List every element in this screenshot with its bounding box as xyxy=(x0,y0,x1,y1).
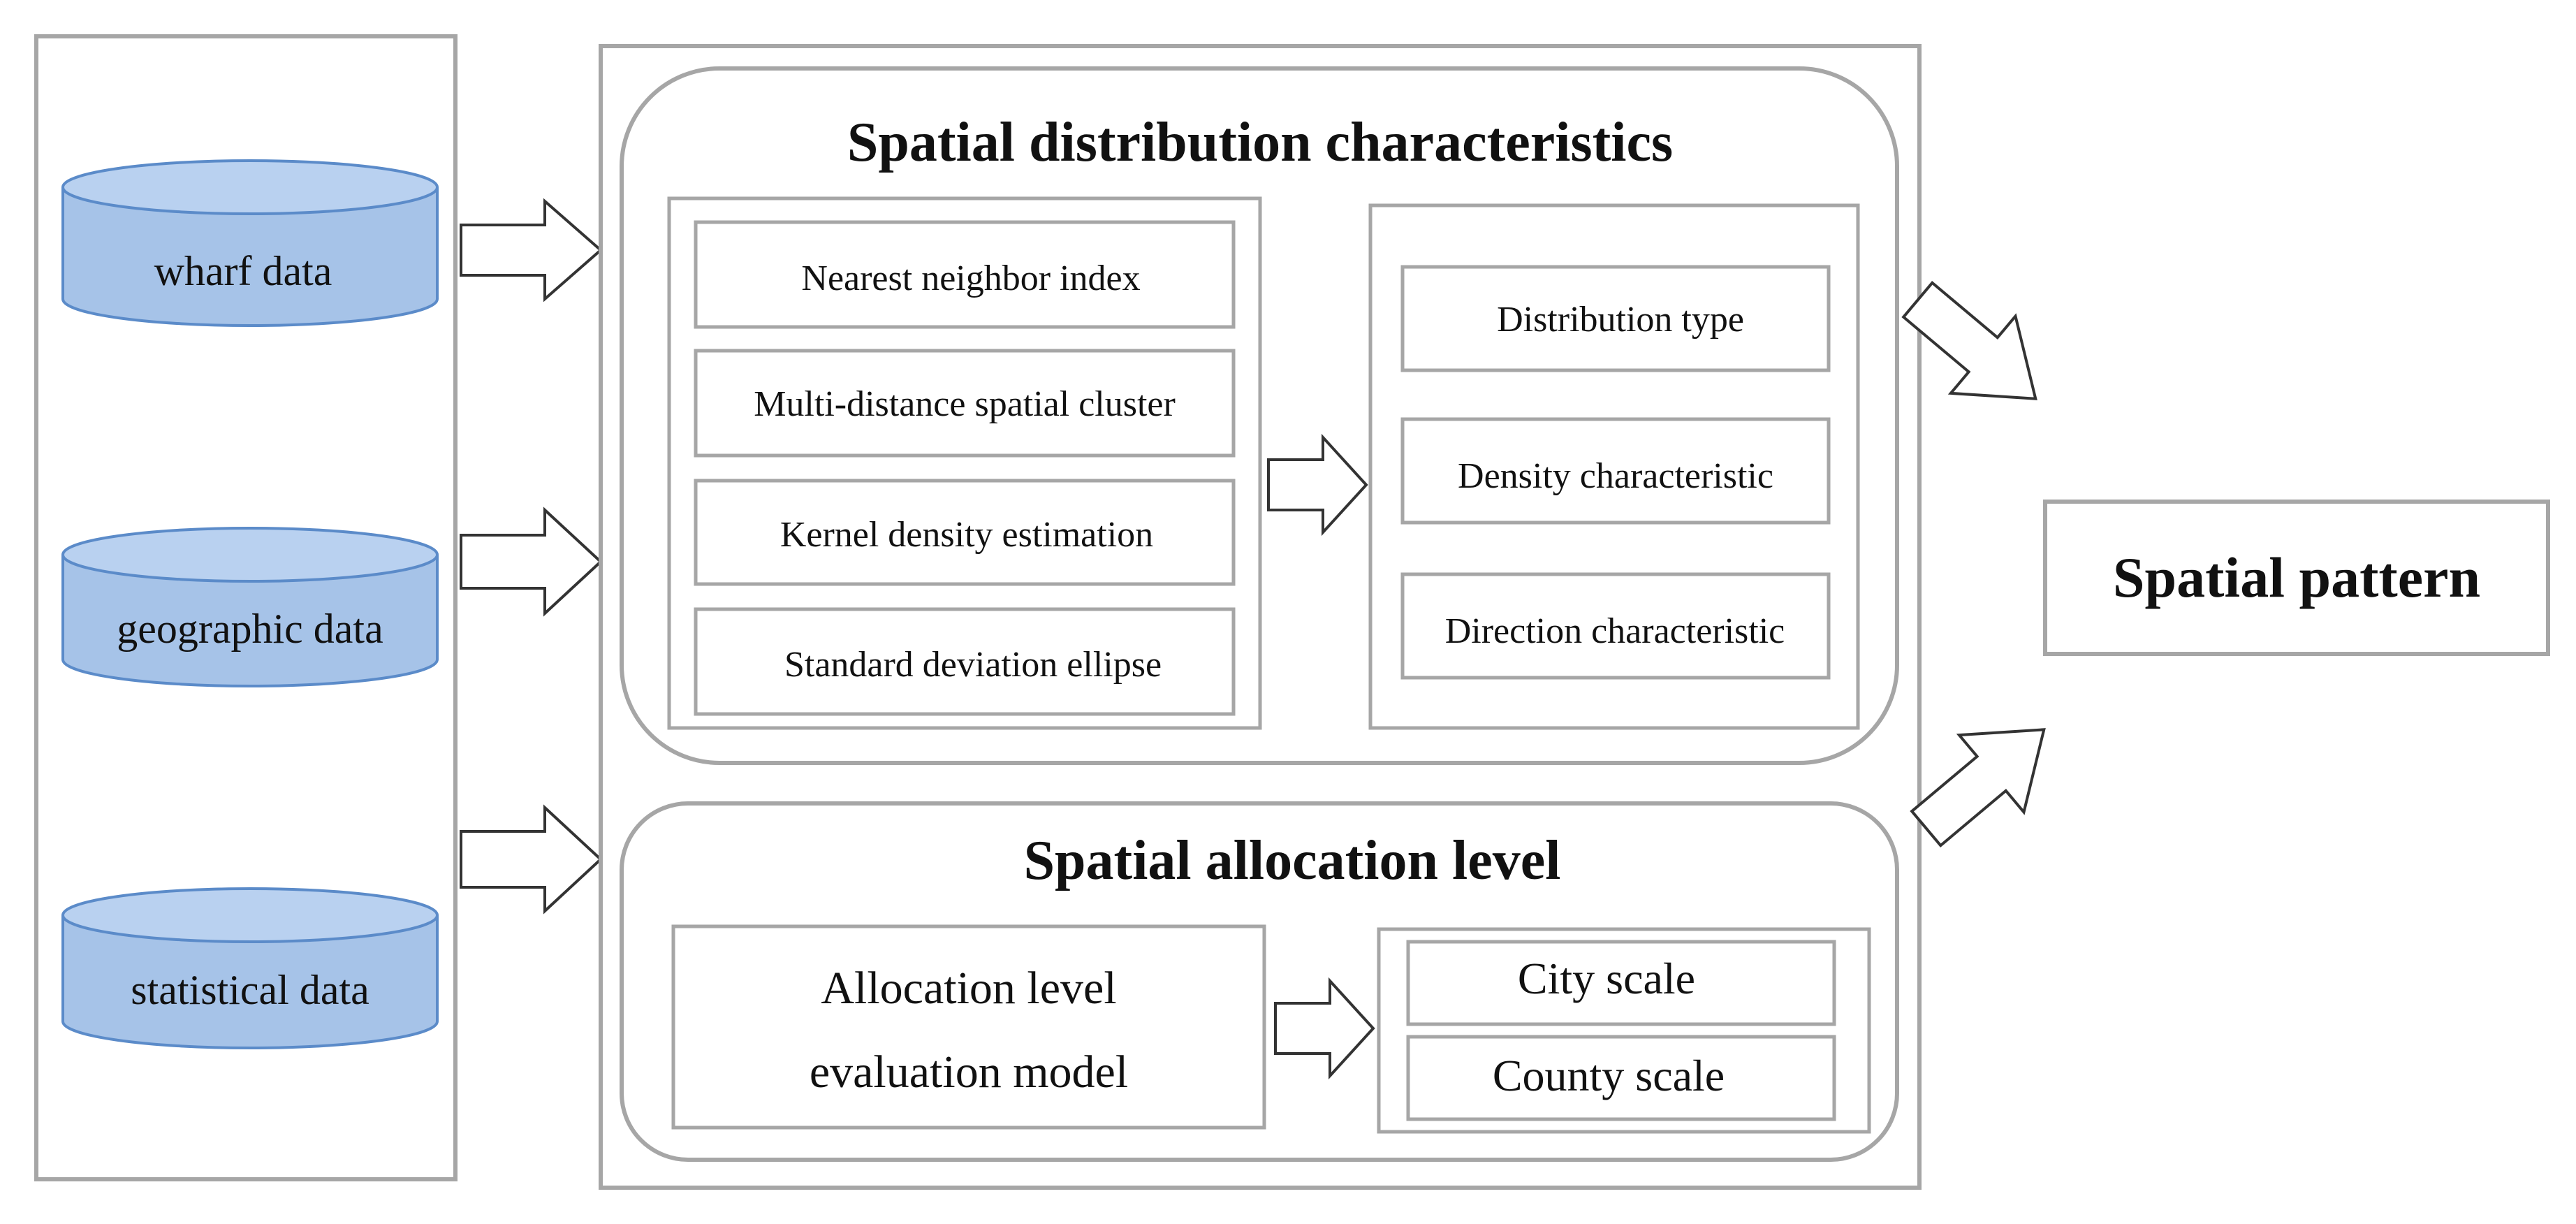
allocation-model-line2: evaluation model xyxy=(810,1047,1128,1098)
wharf-data-cylinder: wharf data xyxy=(61,159,439,327)
arrow-distribution-to-pattern-icon xyxy=(1901,280,2037,400)
result-density-characteristic-label: Density characteristic xyxy=(1458,456,1773,496)
scale-city xyxy=(1406,940,1836,1026)
arrow-methods-to-results-icon xyxy=(1267,433,1368,537)
statistical-data-cylinder: statistical data xyxy=(61,887,439,1049)
arrow-model-to-scales-icon xyxy=(1274,977,1375,1080)
wharf-data-cylinder-body xyxy=(61,187,439,327)
arrow-allocation-to-pattern-icon xyxy=(1910,728,2046,848)
method-multi-distance-label: Multi-distance spatial cluster xyxy=(754,384,1176,424)
method-kernel-density xyxy=(694,479,1236,586)
method-kernel-density-label: Kernel density estimation xyxy=(780,515,1153,555)
allocation-title: Spatial allocation level xyxy=(1024,830,1561,891)
result-direction-characteristic xyxy=(1400,572,1831,680)
scale-city-label: City scale xyxy=(1518,954,1695,1003)
statistical-data-cylinder-body xyxy=(61,915,439,1049)
wharf-data-label: wharf data xyxy=(154,248,332,294)
distribution-title: Spatial distribution characteristics xyxy=(847,112,1673,173)
method-standard-deviation-ellipse xyxy=(694,607,1236,716)
arrow-wharf-to-analysis-icon xyxy=(460,198,603,303)
method-nearest-neighbor-label: Nearest neighbor index xyxy=(801,258,1140,298)
method-multi-distance xyxy=(694,349,1236,458)
spatial-pattern-box xyxy=(2043,500,2550,656)
result-distribution-type-label: Distribution type xyxy=(1497,300,1744,340)
geographic-data-label: geographic data xyxy=(117,606,383,652)
result-direction-characteristic-label: Direction characteristic xyxy=(1445,611,1785,651)
scale-county xyxy=(1406,1035,1836,1121)
geographic-data-cylinder-top xyxy=(61,527,439,583)
method-nearest-neighbor xyxy=(694,220,1236,329)
spatial-pattern-label: Spatial pattern xyxy=(2113,546,2480,609)
arrow-statistical-to-analysis-icon xyxy=(460,804,603,915)
result-distribution-type xyxy=(1400,265,1831,372)
method-standard-deviation-ellipse-label: Standard deviation ellipse xyxy=(784,645,1162,685)
statistical-data-cylinder-top xyxy=(61,887,439,943)
statistical-data-label: statistical data xyxy=(131,967,369,1013)
allocation-model-box xyxy=(671,924,1266,1130)
scale-county-label: County scale xyxy=(1493,1051,1725,1100)
allocation-model-line1: Allocation level xyxy=(821,963,1116,1014)
geographic-data-cylinder: geographic data xyxy=(61,527,439,687)
geographic-data-cylinder-body xyxy=(61,555,439,687)
result-density-characteristic xyxy=(1400,417,1831,525)
wharf-data-cylinder-top xyxy=(61,159,439,215)
arrow-geographic-to-analysis-icon xyxy=(460,507,603,617)
